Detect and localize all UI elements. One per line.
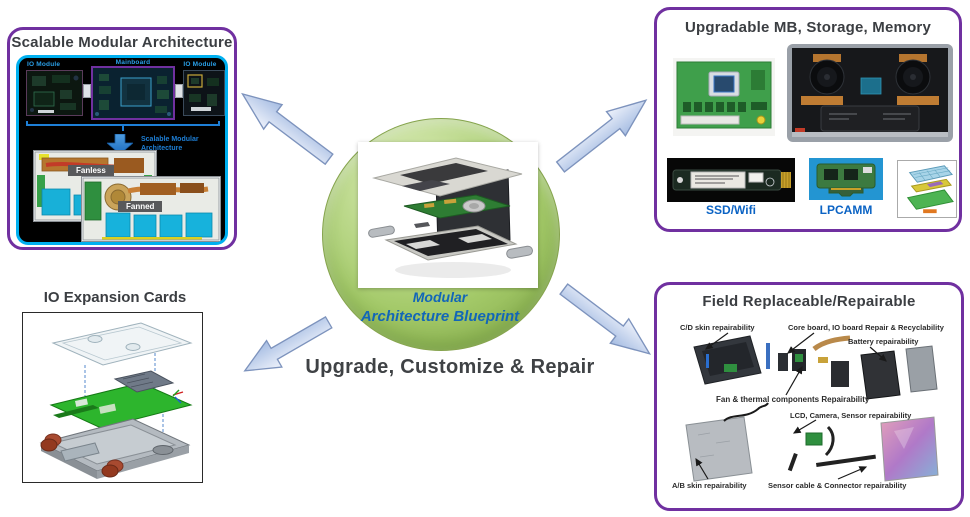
pcb-mainboard-image xyxy=(91,66,175,120)
scalable-inner-box: IO Module Mainboard IO Module xyxy=(16,55,228,245)
arrow-top-right-icon xyxy=(548,84,660,183)
callout-battery: Battery repairability xyxy=(848,337,919,346)
io-expansion-drawing xyxy=(23,313,202,482)
module-label-left: IO Module xyxy=(27,61,61,68)
field-content-image: C/D skin repairability Core board, IO bo… xyxy=(666,323,957,503)
panel-scalable: Scalable Modular Architecture IO Module … xyxy=(7,27,237,250)
ssd-label: SSD/Wifi xyxy=(706,203,756,217)
module-label-right: IO Module xyxy=(183,61,217,68)
fanned-image: Fanned xyxy=(81,176,221,242)
panel-field-replaceable: Field Replaceable/Repairable xyxy=(654,282,964,511)
io-expansion-image xyxy=(22,312,203,483)
callout-core-board: Core board, IO board Repair & Recyclabil… xyxy=(788,323,944,332)
board-connector-right xyxy=(175,84,183,98)
center-caption: Modular Architecture Blueprint xyxy=(330,288,550,327)
arrow-bottom-left-icon xyxy=(233,306,339,388)
callout-lcd-camera: LCD, Camera, Sensor repairability xyxy=(790,411,912,420)
panel-field-title: Field Replaceable/Repairable xyxy=(702,293,916,310)
scalable-arrow-label: Scalable Modular Architecture xyxy=(141,135,199,153)
io-expansion-title: IO Expansion Cards xyxy=(43,289,187,306)
arrow-top-left-icon xyxy=(229,77,342,174)
panel-upgradable: Upgradable MB, Storage, Memory xyxy=(654,7,962,232)
slide-subtitle: Upgrade, Customize & Repair xyxy=(305,356,595,378)
callout-fan-thermal: Fan & thermal components Repairability xyxy=(716,395,870,404)
callout-ab-skin: A/B skin repairability xyxy=(672,481,747,490)
scalable-arrow-label-line2: Architecture xyxy=(141,145,183,153)
laptop-internals-image xyxy=(787,44,953,142)
motherboard-image xyxy=(673,58,775,136)
pcb-io-left-image xyxy=(26,70,83,116)
keyboard-cad-image xyxy=(897,160,957,218)
arrow-bottom-right-icon xyxy=(552,274,664,371)
pcb-io-right-image xyxy=(183,70,225,116)
field-drawing xyxy=(685,332,939,482)
center-caption-line2: Architecture Blueprint xyxy=(360,307,520,325)
center-blueprint-image xyxy=(358,142,538,288)
callout-cd-skin: C/D skin repairability xyxy=(680,323,755,332)
lpcamm-image xyxy=(809,158,883,200)
scalable-arrow-label-line1: Scalable Modular xyxy=(141,136,199,143)
fanless-label: Fanless xyxy=(68,165,114,176)
scalable-bracket xyxy=(26,121,220,131)
scalable-down-arrow-icon xyxy=(107,134,133,154)
lpcamm-label: LPCAMM xyxy=(819,203,873,217)
center-caption-line1: Modular xyxy=(412,289,468,305)
module-label-center: Mainboard xyxy=(115,59,151,66)
panel-upgradable-title: Upgradable MB, Storage, Memory xyxy=(684,19,932,36)
board-connector-left xyxy=(83,84,91,98)
callout-sensor-cable: Sensor cable & Connector repairability xyxy=(768,481,907,490)
ssd-image xyxy=(667,158,795,202)
panel-scalable-title: Scalable Modular Architecture xyxy=(11,34,233,51)
fanned-label: Fanned xyxy=(118,201,163,212)
exploded-laptop-drawing xyxy=(358,142,538,288)
